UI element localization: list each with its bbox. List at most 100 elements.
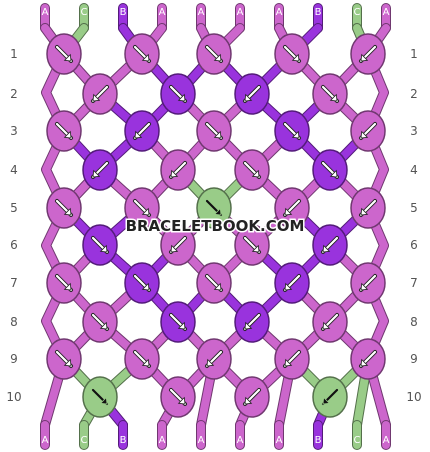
knot-arrowhead: [291, 53, 300, 62]
row-label-left: 8: [10, 315, 18, 329]
knot: [124, 262, 160, 304]
knot: [160, 376, 196, 418]
knot: [312, 301, 348, 343]
knot: [124, 338, 160, 380]
knot-arrowhead: [134, 130, 143, 139]
strand-label-bottom: B: [315, 435, 322, 446]
row-label-right: 1: [410, 47, 418, 61]
row-label-left: 6: [10, 238, 18, 252]
knot-arrowhead: [322, 396, 331, 405]
strand-label-bottom: C: [354, 435, 361, 446]
knot-arrowhead: [63, 358, 72, 367]
knot-arrowhead: [63, 53, 72, 62]
row-label-left: 3: [10, 124, 18, 138]
strand-label-bottom: A: [276, 435, 283, 446]
strand-label-top: A: [276, 7, 283, 18]
knot-arrowhead: [177, 321, 186, 330]
knot-arrowhead: [63, 130, 72, 139]
row-label-left: 2: [10, 87, 18, 101]
strand-label-bottom: A: [42, 435, 49, 446]
knot-arrowhead: [213, 53, 222, 62]
knot: [234, 149, 270, 191]
knot: [46, 262, 82, 304]
knot: [274, 33, 310, 75]
knot: [82, 376, 118, 418]
knot-arrowhead: [329, 93, 338, 102]
knot: [350, 187, 386, 229]
strand-label-top: C: [81, 7, 88, 18]
knot: [160, 73, 196, 115]
strand-label-top: C: [354, 7, 361, 18]
knot: [234, 301, 270, 343]
row-label-right: 9: [410, 352, 418, 366]
knot: [312, 149, 348, 191]
knot: [124, 110, 160, 152]
knot-arrowhead: [329, 169, 338, 178]
strand-label-bottom: A: [383, 435, 390, 446]
strand-label-bottom: C: [81, 435, 88, 446]
row-label-right: 6: [410, 238, 418, 252]
knot: [274, 338, 310, 380]
knot: [46, 187, 82, 229]
knot-arrowhead: [63, 207, 72, 216]
strand-label-top: A: [383, 7, 390, 18]
knot-arrowhead: [244, 396, 253, 405]
row-label-left: 5: [10, 201, 18, 215]
row-label-left: 4: [10, 163, 18, 177]
row-label-right: 4: [410, 163, 418, 177]
knot-arrowhead: [92, 169, 101, 178]
row-label-left: 10: [6, 390, 21, 404]
knot: [196, 110, 232, 152]
knot-arrowhead: [244, 93, 253, 102]
knot: [312, 224, 348, 266]
knot-arrowhead: [360, 130, 369, 139]
knot: [234, 224, 270, 266]
row-label-left: 1: [10, 47, 18, 61]
knot-arrowhead: [291, 130, 300, 139]
row-label-left: 7: [10, 276, 18, 290]
knot: [160, 149, 196, 191]
knot-arrowhead: [360, 207, 369, 216]
knot: [274, 187, 310, 229]
knot-arrowhead: [360, 53, 369, 62]
knot-arrowhead: [99, 244, 108, 253]
knot-arrowhead: [206, 358, 215, 367]
knot: [82, 149, 118, 191]
knot: [196, 338, 232, 380]
strand-label-bottom: A: [198, 435, 205, 446]
strand-label-top: B: [315, 7, 322, 18]
strand-label-bottom: A: [159, 435, 166, 446]
knot: [124, 33, 160, 75]
knot: [46, 110, 82, 152]
knot: [46, 338, 82, 380]
knot-arrowhead: [141, 282, 150, 291]
knot: [312, 376, 348, 418]
watermark: BRACELETBOOK.COM: [126, 217, 305, 235]
knot-arrowhead: [141, 207, 150, 216]
row-label-right: 3: [410, 124, 418, 138]
knot: [274, 262, 310, 304]
row-label-left: 9: [10, 352, 18, 366]
knot: [82, 73, 118, 115]
knot-arrowhead: [360, 358, 369, 367]
strand-label-bottom: B: [120, 435, 127, 446]
knot: [196, 262, 232, 304]
knot: [196, 187, 232, 229]
knot-arrowhead: [99, 321, 108, 330]
strand-label-top: B: [120, 7, 127, 18]
knot-arrowhead: [213, 130, 222, 139]
knot-arrowhead: [284, 207, 293, 216]
knot: [350, 110, 386, 152]
strand-label-top: A: [198, 7, 205, 18]
knot: [82, 301, 118, 343]
knot-arrowhead: [63, 282, 72, 291]
knot: [350, 262, 386, 304]
row-label-right: 8: [410, 315, 418, 329]
knot-arrowhead: [251, 169, 260, 178]
strand-label-top: A: [237, 7, 244, 18]
knot: [350, 338, 386, 380]
knot-arrowhead: [170, 244, 179, 253]
knot: [82, 224, 118, 266]
knot-arrowhead: [213, 207, 222, 216]
